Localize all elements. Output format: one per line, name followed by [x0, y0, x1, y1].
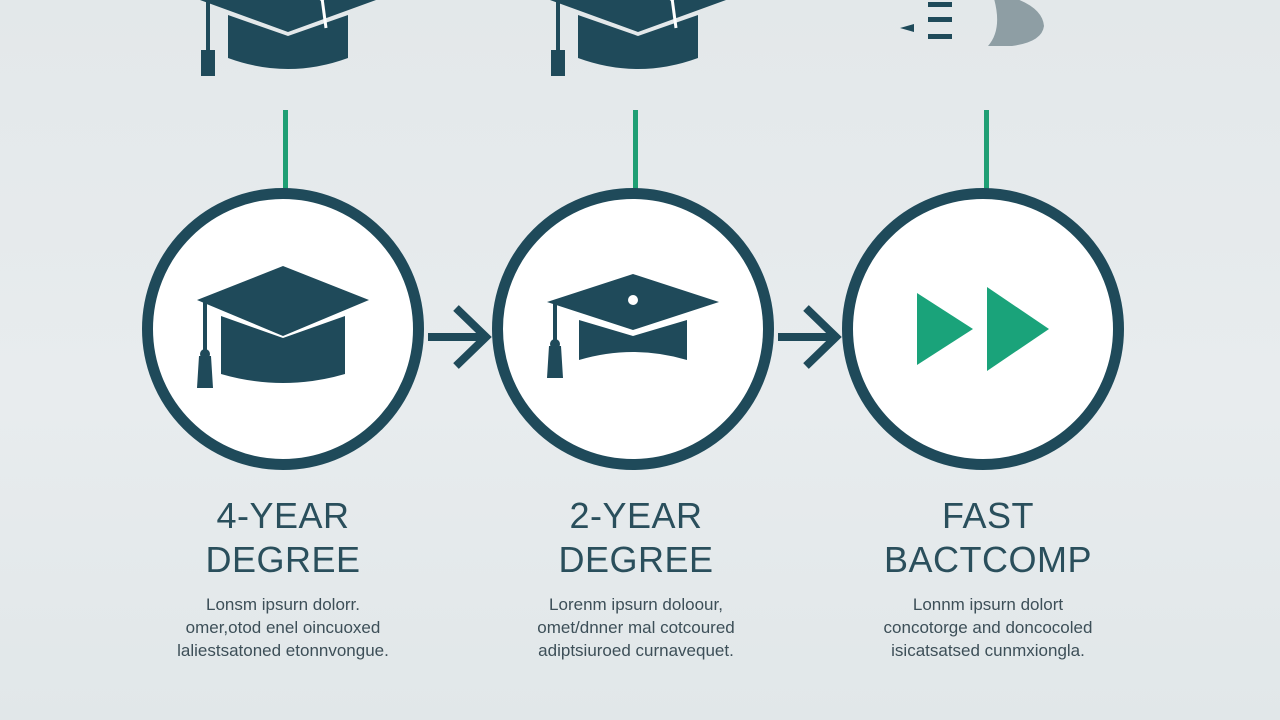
step-title-1: 4-YEAR DEGREE: [123, 494, 443, 582]
speed-lines-icon: [900, 0, 1044, 46]
description-line: adiptsiuroed curnavequet.: [538, 641, 734, 660]
description-line: Lonsm ipsurn dolorr.: [205, 595, 361, 614]
graduation-cap-icon: [547, 274, 719, 378]
step-title-line: FAST: [941, 495, 1035, 536]
step-title-line: DEGREE: [205, 539, 361, 580]
step-description-1: Lonsm ipsurn dolorr. omer,otod enel oinc…: [123, 593, 443, 662]
description-line: omet/dnner mal cotcoured: [537, 618, 735, 637]
step-title-line: 4-YEAR: [216, 495, 350, 536]
connector-line: [283, 110, 288, 190]
graduation-cap-icon: [550, 0, 726, 76]
description-line: Lonnm ipsurn dolort: [912, 595, 1064, 614]
step-circle-1: [142, 188, 424, 470]
description-line: isicatsatsed cunmxiongla.: [891, 641, 1085, 660]
step-title-2: 2-YEAR DEGREE: [476, 494, 796, 582]
step-description-2: Lorenm ipsurn doloour, omet/dnner mal co…: [476, 593, 796, 662]
step-description-3: Lonnm ipsurn dolort concotorge and donco…: [828, 593, 1148, 662]
description-line: Lorenm ipsurn doloour,: [549, 595, 723, 614]
step-title-line: DEGREE: [558, 539, 714, 580]
description-line: concotorge and doncocoled: [883, 618, 1093, 637]
step-circle-3: [842, 188, 1124, 470]
graduation-cap-icon: [200, 0, 376, 76]
arrow-right-icon: [428, 305, 492, 369]
connector-line: [984, 110, 989, 190]
fast-forward-icon: [917, 287, 1049, 371]
step-title-line: 2-YEAR: [569, 495, 703, 536]
step-circle-2: [492, 188, 774, 470]
description-line: omer,otod enel oincuoxed: [185, 618, 381, 637]
connector-line: [633, 110, 638, 190]
step-title-3: FAST BACTCOMP: [828, 494, 1148, 582]
arrow-right-icon: [778, 305, 842, 369]
step-title-line: BACTCOMP: [883, 539, 1092, 580]
description-line: laliestsatoned etonnvongue.: [177, 641, 389, 660]
graduation-cap-icon: [197, 266, 369, 388]
